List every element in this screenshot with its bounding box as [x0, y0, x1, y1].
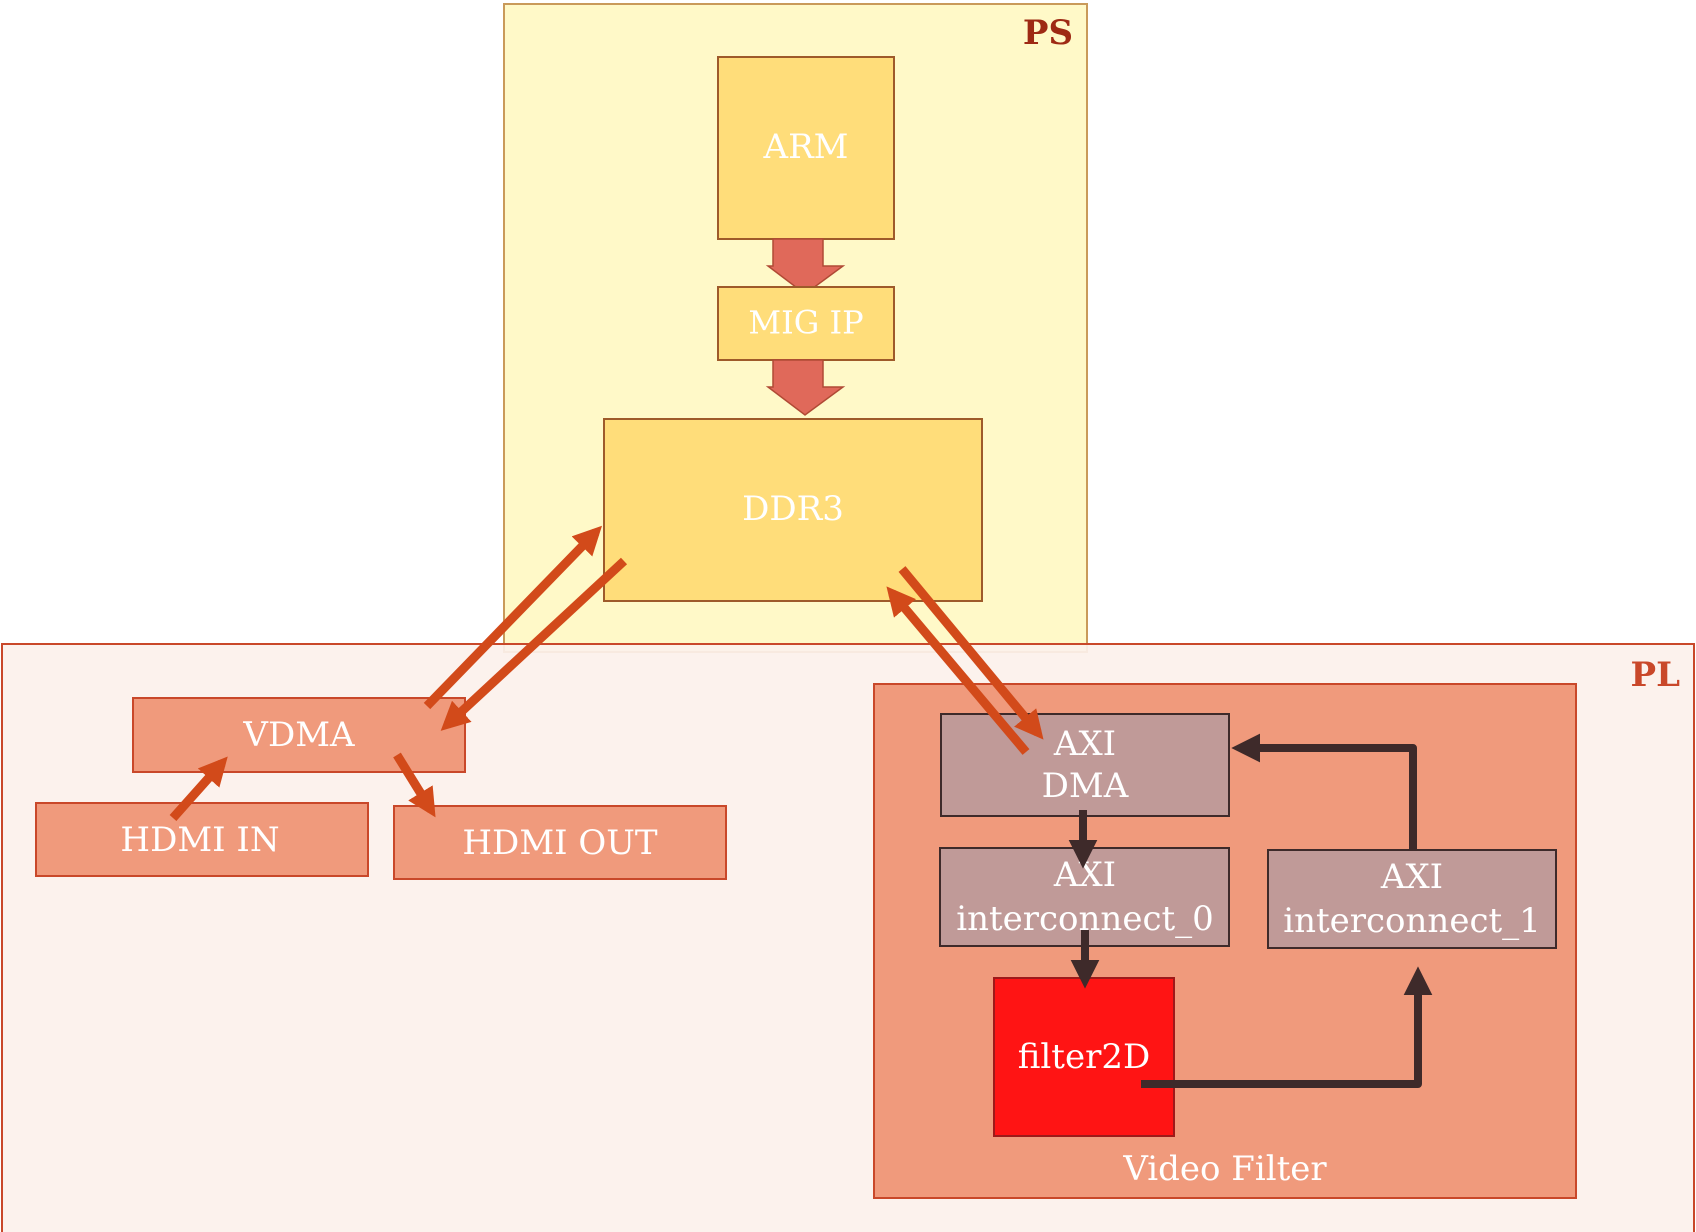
hdmi-out-label: HDMI OUT [462, 823, 657, 863]
arm-to-mig-arrow [765, 238, 846, 295]
video-filter-label: Video Filter [1122, 1149, 1327, 1189]
vdma-to-hdmi-out-arrow [393, 752, 436, 818]
mig-ip-label: MIG IP [748, 304, 863, 342]
axi-dma-block: AXI DMA [940, 713, 1230, 817]
mig-ip-block: MIG IP [717, 286, 895, 361]
ddr3-to-axi-dma-arrow [898, 566, 1044, 740]
hdmi-out-block: HDMI OUT [393, 805, 727, 880]
axi-interconnect-1-block: AXI interconnect_1 [1267, 849, 1557, 949]
axi-dma-to-ddr3-arrow [886, 586, 1030, 755]
axi-interconnect-1-label-line1: AXI [1380, 857, 1443, 897]
hdmi-in-to-vdma-arrow [169, 756, 228, 821]
pl-label: PL [1631, 655, 1681, 695]
ddr3-to-vdma-arrow [440, 557, 628, 731]
ps-label: PS [1023, 13, 1073, 53]
mig-to-ddr3-arrow [765, 359, 846, 416]
axi-dma-label-line1: AXI [1053, 724, 1116, 764]
hdmi-in-block: HDMI IN [35, 802, 369, 877]
vdma-to-ddr3-arrow [423, 525, 603, 710]
vdma-block: VDMA [132, 697, 466, 773]
axi-interconnect-0-label-line1: AXI [1053, 855, 1116, 895]
interconnect-1-to-axi-dma-arrow [1231, 733, 1417, 850]
ddr3-label: DDR3 [742, 489, 844, 529]
filter2d-label: filter2D [1018, 1037, 1150, 1077]
arm-label: ARM [763, 127, 849, 167]
ddr3-block: DDR3 [603, 418, 983, 602]
axi-dma-label-line2: DMA [1042, 766, 1129, 806]
filter2d-to-interconnect-1-arrow [1141, 966, 1433, 1088]
filter2d-block: filter2D [993, 977, 1175, 1137]
hdmi-in-label: HDMI IN [120, 820, 279, 860]
arm-block: ARM [717, 56, 895, 240]
axi-interconnect-1-label-line2: interconnect_1 [1283, 901, 1541, 941]
vdma-label: VDMA [242, 715, 355, 755]
